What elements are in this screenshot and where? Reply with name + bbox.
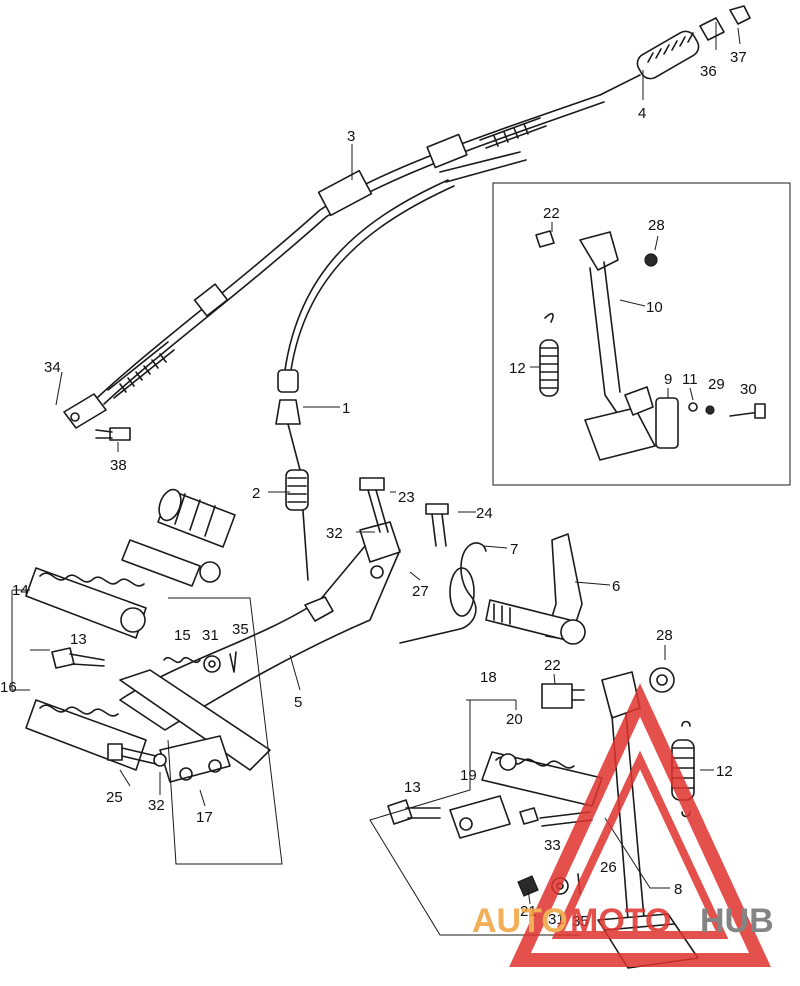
callout-1: 1 xyxy=(342,400,350,417)
callout-35b: 35 xyxy=(572,913,589,930)
cable-adjuster xyxy=(599,5,751,96)
callout-33: 33 xyxy=(544,837,561,854)
group-16-bracket xyxy=(11,589,50,691)
callout-28b: 28 xyxy=(656,627,673,644)
callout-34: 34 xyxy=(44,359,61,376)
return-spring xyxy=(399,542,487,644)
watermark-triangle xyxy=(509,683,771,967)
watermark-logo: AUTO MOTO HUB xyxy=(472,683,774,967)
callout-5: 5 xyxy=(294,694,302,711)
callout-17: 17 xyxy=(196,809,213,826)
callout-37: 37 xyxy=(730,49,747,66)
callout-32b: 32 xyxy=(148,797,165,814)
callout-19: 19 xyxy=(460,767,477,784)
brake-cable xyxy=(275,151,527,581)
watermark-triangle-inner xyxy=(551,750,729,939)
clutch-cable xyxy=(63,94,605,429)
brake-arm xyxy=(485,533,586,645)
callout-27: 27 xyxy=(412,583,429,600)
group-18-bracket xyxy=(466,699,517,710)
callout-9: 9 xyxy=(664,371,672,388)
callout-35a: 35 xyxy=(232,621,249,638)
callout-15: 15 xyxy=(174,627,191,644)
callout-36: 36 xyxy=(700,63,717,80)
pivot-hardware xyxy=(541,667,675,709)
callout-21: 21 xyxy=(520,903,537,920)
leaders xyxy=(55,22,741,905)
callout-16: 16 xyxy=(0,679,17,696)
callout-7: 7 xyxy=(510,541,518,558)
callout-6: 6 xyxy=(612,578,620,595)
callout-24: 24 xyxy=(476,505,493,522)
watermark-hub: HUB xyxy=(700,902,774,940)
callout-11: 11 xyxy=(682,371,698,388)
callout-4: 4 xyxy=(638,105,646,122)
callout-30: 30 xyxy=(740,381,757,398)
callout-38: 38 xyxy=(110,457,127,474)
callout-3: 3 xyxy=(347,128,355,145)
footpeg-bracket-frame xyxy=(167,597,283,865)
callout-2: 2 xyxy=(252,485,260,502)
callout-8: 8 xyxy=(674,881,682,898)
footpeg-rubbers xyxy=(121,488,236,587)
callout-12b: 12 xyxy=(716,763,733,780)
watermark-auto: AUTO xyxy=(472,902,568,940)
inset-frame xyxy=(492,182,791,486)
callout-10: 10 xyxy=(646,299,663,316)
bolts xyxy=(51,427,449,825)
callout-labels: 1 2 3 4 5 6 7 8 9 10 11 12 12 13 13 14 1… xyxy=(0,49,757,930)
callout-31a: 31 xyxy=(202,627,219,644)
callout-13a: 13 xyxy=(70,631,87,648)
callout-22b: 22 xyxy=(544,657,561,674)
callout-25: 25 xyxy=(106,789,123,806)
callout-29: 29 xyxy=(708,376,725,393)
callout-12a: 12 xyxy=(509,360,526,377)
callout-28a: 28 xyxy=(648,217,665,234)
callout-32a: 32 xyxy=(326,525,343,542)
callout-18: 18 xyxy=(480,669,497,686)
callout-14: 14 xyxy=(12,582,29,599)
side-stand-inset xyxy=(535,230,766,461)
left-footpeg xyxy=(25,567,147,771)
callout-26: 26 xyxy=(600,859,617,876)
callout-20: 20 xyxy=(506,711,523,728)
watermark-moto: MOTO xyxy=(570,902,671,940)
callout-13b: 13 xyxy=(404,779,421,796)
callout-23: 23 xyxy=(398,489,415,506)
callout-22a: 22 xyxy=(543,205,560,222)
